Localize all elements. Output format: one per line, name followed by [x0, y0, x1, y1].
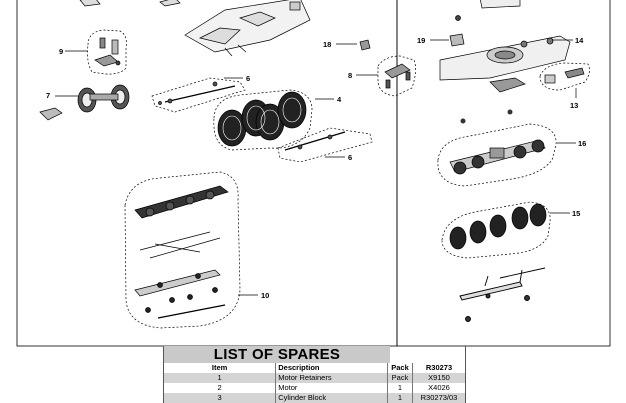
body-top-right: [455, 0, 521, 21]
row-description: Motor Retainers: [275, 373, 388, 383]
row-code: X4026: [428, 383, 450, 392]
left-panel-border: [16, 0, 398, 347]
row-description: Cylinder Block: [275, 393, 388, 403]
part-15-wheelset: [441, 201, 551, 259]
part-7-wheelset: [39, 84, 130, 121]
row-pack: 1: [387, 393, 413, 403]
part-9-group: [87, 29, 127, 75]
callout-4: 4: [337, 95, 342, 104]
callout-16: 16: [578, 139, 586, 148]
part-19: [449, 33, 465, 47]
top-parts-left: [79, 0, 181, 7]
table-row: 1 Motor Retainers Pack X9150: [164, 373, 465, 383]
spares-table: Item Description Pack R30273 1 Motor Ret…: [164, 363, 465, 403]
row-code: X9150: [412, 373, 465, 383]
spares-title: LIST OF SPARES: [164, 346, 390, 363]
table-row: 2 Motor 1 X4026: [164, 383, 465, 393]
exploded-parts-diagram: 9 7 6 4: [16, 0, 611, 347]
callout-15: 15: [572, 209, 580, 218]
brackets-lower-right: [459, 267, 546, 322]
screws-right: [460, 109, 513, 124]
part-14-chassis: [439, 35, 571, 93]
part-13-group: [539, 62, 590, 91]
col-description: Description: [275, 363, 388, 373]
row-pack: Pack: [387, 373, 413, 383]
row-description: Motor: [275, 383, 388, 393]
row-code: R30273/03: [412, 393, 465, 403]
part-18: [359, 39, 371, 51]
part-8-group: [377, 55, 416, 97]
callout-6a: 6: [246, 74, 250, 83]
col-code: R30273: [412, 363, 465, 373]
callout-18: 18: [323, 40, 331, 49]
row-item: 3: [164, 393, 277, 403]
col-item: Item: [164, 363, 277, 373]
callout-9: 9: [59, 47, 63, 56]
callout-19: 19: [417, 36, 425, 45]
right-panel-border: [396, 0, 611, 347]
part-6-rods-top: [151, 77, 246, 113]
col-pack: Pack: [387, 363, 413, 373]
callout-7: 7: [46, 91, 50, 100]
part-4-driving-wheels: [213, 89, 313, 151]
row-pack: 1: [387, 383, 413, 393]
row-item: 2: [164, 383, 277, 393]
callout-10: 10: [261, 291, 269, 300]
part-16-bogie: [437, 123, 557, 187]
callout-6b: 6: [348, 153, 352, 162]
table-row: 3 Cylinder Block 1 R30273/03: [164, 393, 465, 403]
callout-14: 14: [575, 36, 584, 45]
spares-list: LIST OF SPARES Item Description Pack R30…: [163, 346, 466, 403]
part-6-rods-bottom: [277, 127, 373, 163]
row-item: 1: [164, 373, 277, 383]
callout-8: 8: [348, 71, 352, 80]
chassis-assembly: [184, 0, 311, 57]
spares-header-row: Item Description Pack R30273: [164, 363, 465, 373]
part-10-frame-group: [124, 171, 241, 329]
callout-13: 13: [570, 101, 578, 110]
